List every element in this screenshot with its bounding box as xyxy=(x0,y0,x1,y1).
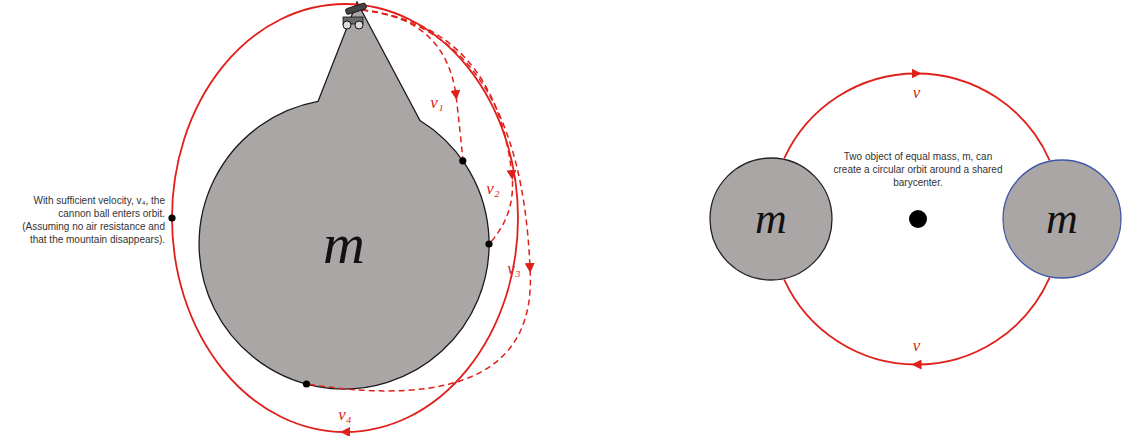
note-text: Two object of equal mass, m, can create … xyxy=(829,150,1007,189)
note-text: With sufficient velocity, v₄, the cannon… xyxy=(13,194,165,246)
mass-symbol: m xyxy=(323,215,365,273)
mass-circle: m xyxy=(709,157,833,281)
velocity-label: v₃ xyxy=(507,260,520,277)
mass-symbol: m xyxy=(755,197,787,241)
mass-symbol: m xyxy=(1046,197,1078,241)
orbit-connector xyxy=(784,73,1049,160)
trajectory-v3 xyxy=(307,10,531,391)
landing-dot xyxy=(303,380,310,387)
velocity-label: v xyxy=(913,337,921,354)
mass-outline xyxy=(710,158,832,280)
landing-dot xyxy=(459,157,466,164)
cannon-icon xyxy=(343,3,367,29)
planet-with-mountain xyxy=(199,2,489,389)
velocity-label: v xyxy=(913,84,921,101)
orbit-dot xyxy=(168,214,175,221)
trajectory-v2 xyxy=(362,10,513,244)
orbit-path xyxy=(172,4,518,432)
trajectory-v1 xyxy=(362,10,463,161)
velocity-label: v₂ xyxy=(486,180,499,197)
velocity-label: v₁ xyxy=(430,94,443,111)
mass-outline xyxy=(1003,160,1121,278)
barycenter-dot xyxy=(909,210,927,228)
planet-circle: m xyxy=(199,99,489,389)
orbit-connector xyxy=(784,278,1049,365)
cannon-wheel xyxy=(343,21,351,29)
cannon-carriage xyxy=(343,17,363,24)
mass-circle: m xyxy=(1002,159,1122,279)
cannon-barrel xyxy=(345,3,367,15)
velocity-label: v₄ xyxy=(338,406,351,423)
cannon-wheel xyxy=(355,21,363,29)
landing-dot xyxy=(485,240,492,247)
